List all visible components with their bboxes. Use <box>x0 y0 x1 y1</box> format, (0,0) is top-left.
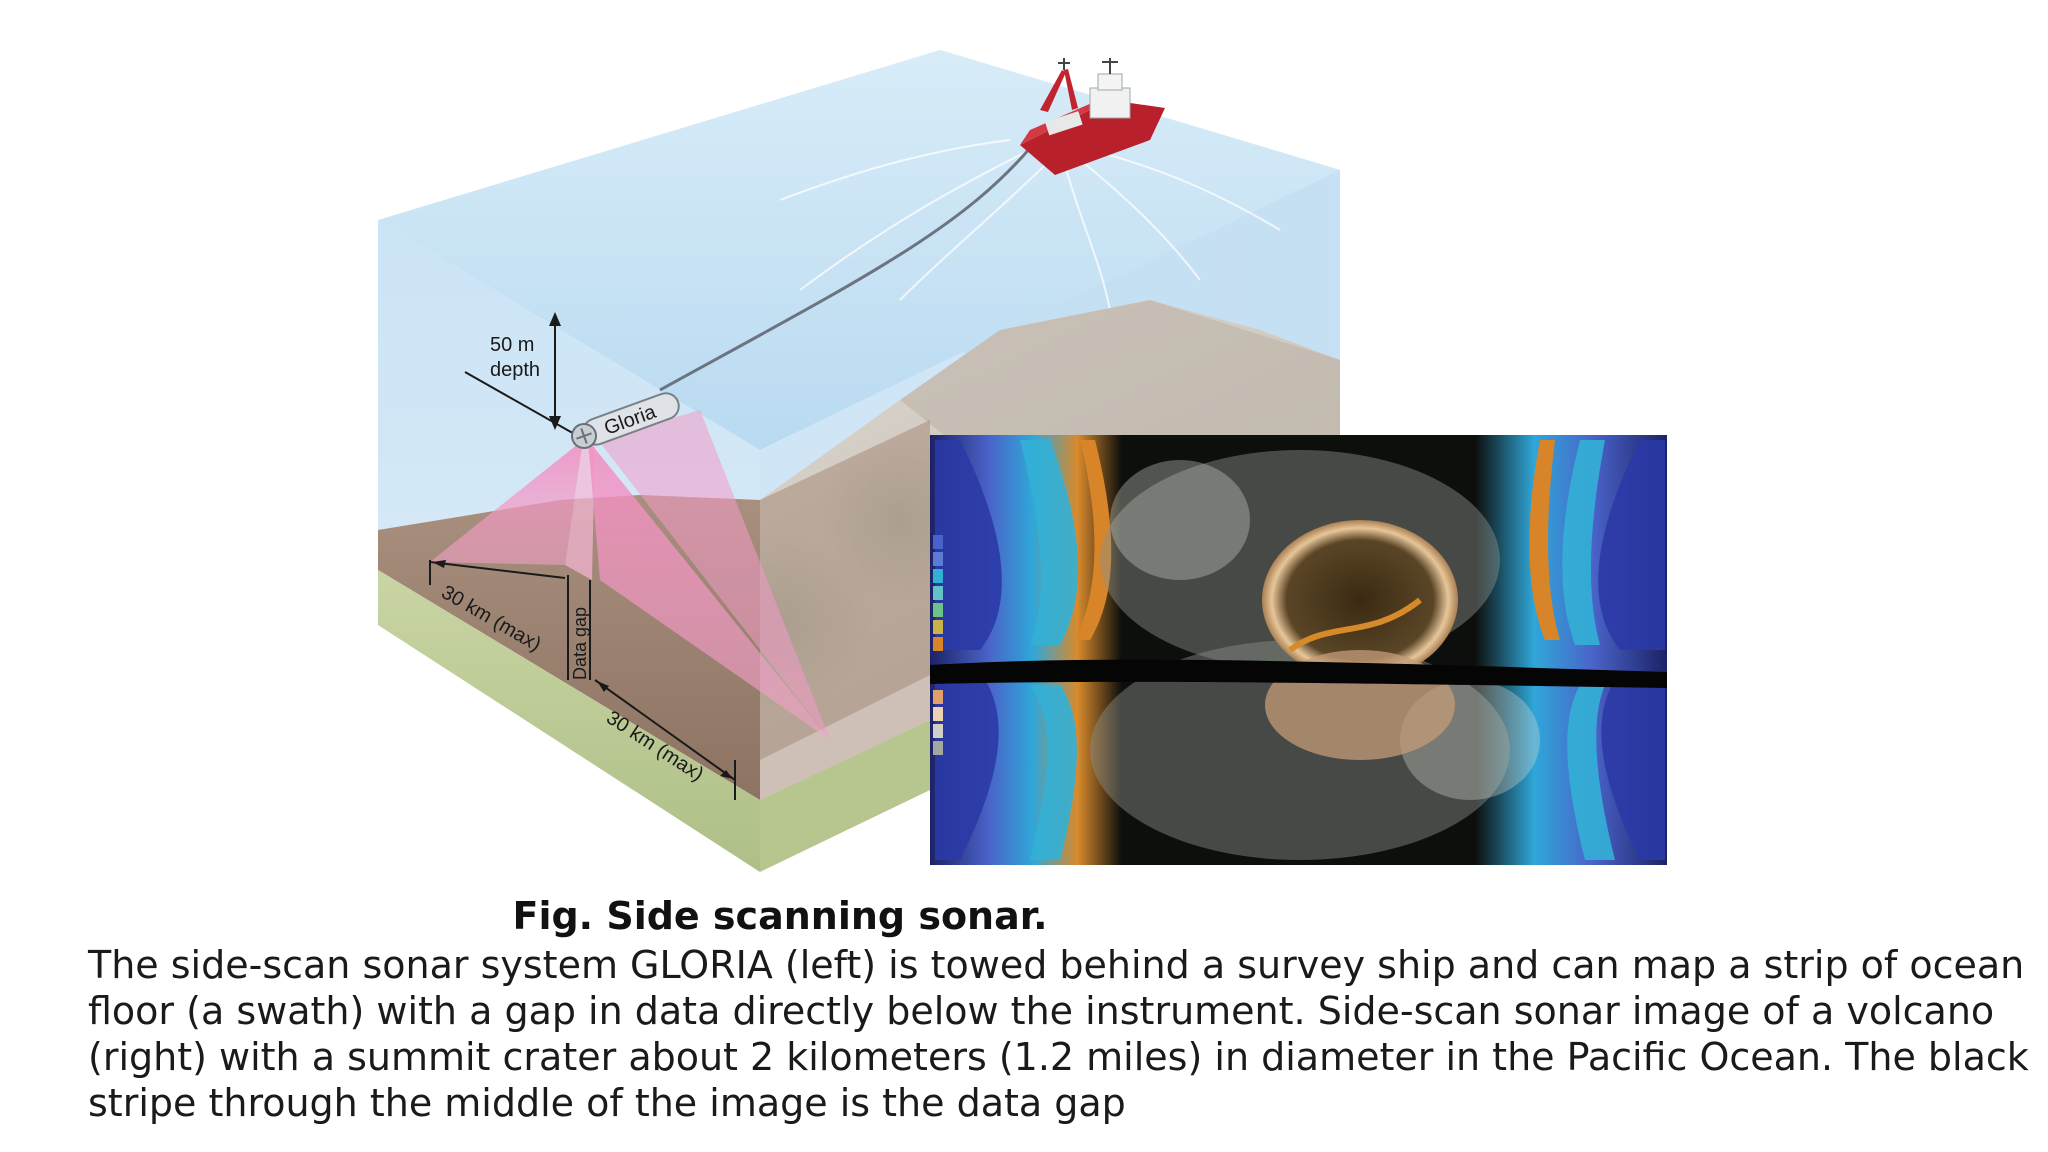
survey-ship <box>1020 58 1165 175</box>
figure-caption-title: Fig. Side scanning sonar. <box>512 894 1048 938</box>
data-gap-label: Data gap <box>570 607 590 680</box>
figure-caption-body: The side-scan sonar system GLORIA (left)… <box>88 943 2029 1125</box>
sonar-volcano-image <box>930 435 1667 865</box>
sonar-beams <box>430 410 830 740</box>
sonar-diagram: 50 m depth Gloria 30 km (max) 30 km (max… <box>378 50 1667 872</box>
gloria-instrument: Gloria <box>571 392 680 449</box>
tow-cable <box>659 147 1032 392</box>
depth-label-line-1: 50 m <box>490 334 534 356</box>
swath-measurements <box>429 560 736 800</box>
depth-marker: 50 m depth <box>464 312 586 441</box>
depth-label-line-2: depth <box>490 359 540 381</box>
data-gap-stripe <box>930 659 1667 688</box>
